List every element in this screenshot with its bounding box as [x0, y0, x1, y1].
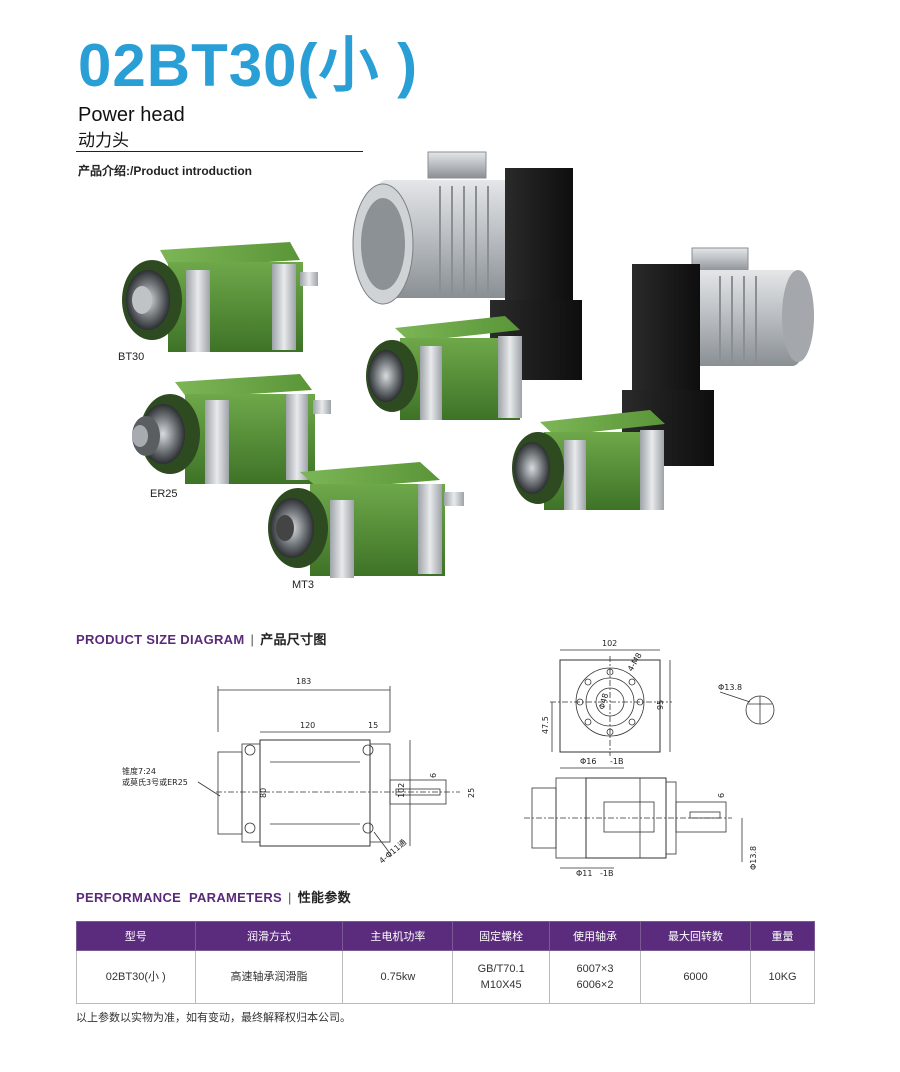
title-divider [76, 151, 363, 152]
cell-lubrication: 高速轴承润滑脂 [194, 950, 344, 1004]
cell-model: 02BT30(小 ) [76, 950, 196, 1004]
col-power: 主电机功率 [342, 921, 454, 951]
cell-weight: 10KG [750, 950, 815, 1004]
dim-thread: 4-M8 [626, 651, 644, 673]
cell-bearing: 6007×3 6006×2 [548, 950, 642, 1004]
dim-key-width: 6 [429, 773, 438, 778]
cell-max-rpm: 6000 [640, 950, 752, 1004]
cell-bearing-line-2: 6006×2 [576, 979, 614, 991]
table-header-row: 型号 润滑方式 主电机功率 固定螺栓 使用轴承 最大回转数 重量 [76, 921, 815, 951]
dim-holes: 4-Φ11通 [377, 837, 408, 866]
dim-body-length: 120 [300, 721, 315, 730]
dim-rear-length: 15 [368, 721, 378, 730]
performance-heading-cn: 性能参数 [297, 890, 351, 905]
product-label-bt30: BT30 [118, 351, 145, 363]
performance-table: 型号 润滑方式 主电机功率 固定螺栓 使用轴承 最大回转数 重量 02BT30(… [76, 921, 815, 1004]
side-view: 183 120 15 102 80 25 6 4-Φ11通 锥度7:24 或莫氏… [122, 677, 476, 866]
motorized-power-head-image-1 [352, 151, 582, 420]
cell-bolt-line-2: M10X45 [480, 979, 522, 991]
size-diagram-heading-cn: 产品尺寸图 [260, 632, 327, 647]
end-view: 102 95 47.5 Φ48 4-M8 Φ13.8 [541, 639, 775, 756]
cell-power: 0.75kw [342, 950, 454, 1004]
intro-label: 产品介绍:/Product introduction [78, 164, 252, 178]
er25-power-head-image [132, 374, 331, 484]
dim-end-height: 95 [656, 700, 665, 710]
dim-end-width: 102 [602, 639, 617, 648]
cell-bearing-line-1: 6007×3 [576, 962, 614, 975]
dim-section-top-dia: Φ16 [580, 757, 596, 766]
heading-separator: | [250, 632, 255, 647]
taper-note-2: 或莫氏3号或ER25 [122, 777, 188, 787]
size-diagram-heading-en: PRODUCT SIZE DIAGRAM [76, 632, 245, 647]
section-view: Φ16 -1B Φ11 -1B 6 Φ13.8 [524, 757, 758, 878]
dim-section-bottom-dia: Φ11 [576, 869, 592, 878]
heading-separator: | [288, 890, 292, 905]
dim-shaft-dia: 25 [467, 788, 476, 798]
col-lubrication: 润滑方式 [194, 921, 344, 951]
dim-section-key-width: 6 [717, 793, 726, 798]
col-weight: 重量 [750, 921, 815, 951]
dim-overall-length: 183 [296, 677, 311, 686]
col-bearing: 使用轴承 [548, 921, 642, 951]
bt30-power-head-image [122, 242, 318, 352]
dim-section-bore: Φ13.8 [749, 846, 758, 870]
footnote: 以上参数以实物为准，如有变动，最终解释权归本公司。 [76, 1012, 351, 1024]
dim-section-top-fit: -1B [610, 757, 623, 766]
product-label-mt3: MT3 [292, 579, 314, 591]
col-bolt: 固定螺栓 [452, 921, 550, 951]
dim-section-bottom-fit: -1B [600, 869, 613, 878]
dim-height: 80 [259, 788, 268, 798]
dim-bolt-circle: Φ48 [597, 692, 610, 710]
taper-note-1: 锥度7:24 [122, 766, 156, 776]
col-model: 型号 [76, 921, 196, 951]
motorized-power-head-image-2 [512, 247, 814, 510]
cell-bolt-line-1: GB/T70.1 [477, 962, 525, 975]
subtitle-en: Power head [78, 104, 185, 126]
col-max-rpm: 最大回转数 [640, 921, 752, 951]
cell-bolt: GB/T70.1 M10X45 [452, 950, 550, 1004]
page-title: 02BT30(小 ) [78, 32, 419, 99]
dim-bore-detail: Φ13.8 [718, 683, 742, 692]
product-label-er25: ER25 [150, 488, 178, 500]
dim-end-center: 47.5 [541, 716, 550, 734]
table-row: 02BT30(小 ) 高速轴承润滑脂 0.75kw GB/T70.1 M10X4… [76, 950, 815, 1004]
mt3-power-head-image [268, 462, 464, 578]
size-diagram-drawing: 183 120 15 102 80 25 6 4-Φ11通 锥度7:24 或莫氏… [122, 639, 775, 878]
product-illustrations [122, 151, 814, 578]
subtitle-cn: 动力头 [78, 131, 129, 150]
size-diagram-heading: PRODUCT SIZE DIAGRAM | 产品尺寸图 [76, 629, 327, 648]
performance-heading-en: PERFORMANCE PARAMETERS [76, 890, 283, 905]
performance-heading: PERFORMANCE PARAMETERS | 性能参数 [76, 887, 351, 906]
dim-flange-height: 102 [397, 783, 406, 798]
